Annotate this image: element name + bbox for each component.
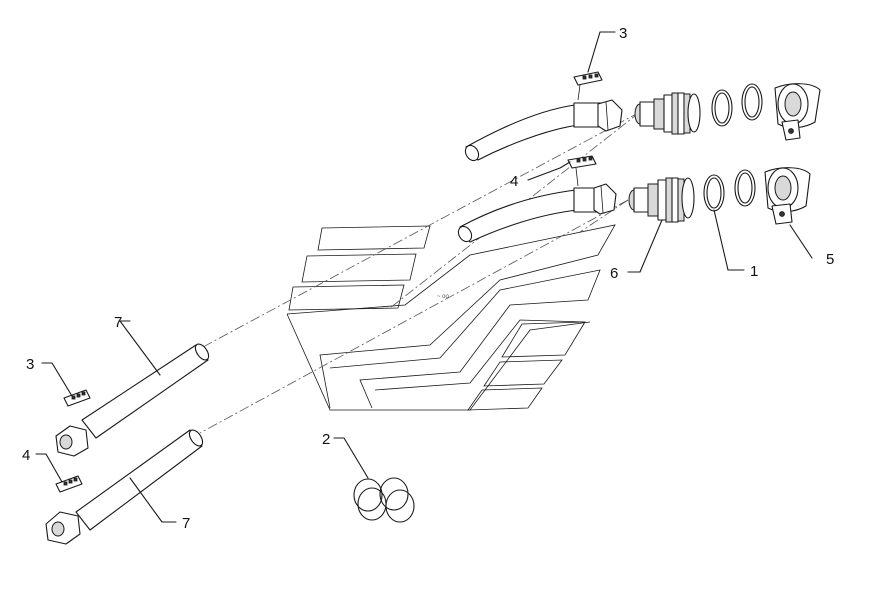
leader-lines bbox=[35, 31, 813, 523]
background-chevron-panels: ~ oo bbox=[286, 224, 616, 411]
callout-3-top: 3 bbox=[619, 25, 627, 42]
callout-2: 2 bbox=[322, 431, 330, 448]
callout-1: 1 bbox=[750, 263, 758, 280]
callout-labels: 3 4 1 5 6 7 7 3 4 2 bbox=[22, 25, 834, 532]
callout-3-left: 3 bbox=[26, 356, 34, 373]
callout-6: 6 bbox=[610, 265, 618, 282]
middle-retaining-rings bbox=[703, 169, 756, 212]
callout-7-lower: 7 bbox=[182, 515, 190, 532]
lower-left-hose-upper bbox=[55, 343, 210, 457]
callout-4-middle: 4 bbox=[510, 173, 518, 190]
callout-4-left: 4 bbox=[22, 447, 30, 464]
callout-7-upper: 7 bbox=[114, 314, 122, 331]
middle-coupling-socket bbox=[764, 167, 811, 225]
upper-coupling-socket bbox=[774, 83, 821, 141]
upper-retaining-rings bbox=[711, 83, 763, 127]
middle-hose-clip bbox=[567, 155, 597, 187]
ring-set bbox=[353, 477, 415, 523]
lower-left-hose-lower bbox=[45, 429, 204, 545]
middle-coupling-nipple bbox=[628, 177, 695, 223]
middle-hose bbox=[457, 183, 617, 243]
upper-hose-clip bbox=[573, 71, 603, 101]
svg-text:~ oo: ~ oo bbox=[437, 294, 450, 300]
lower-left-clips bbox=[55, 389, 91, 493]
upper-hose bbox=[464, 99, 623, 162]
upper-coupling-nipple bbox=[634, 92, 701, 135]
callout-5: 5 bbox=[826, 251, 834, 268]
